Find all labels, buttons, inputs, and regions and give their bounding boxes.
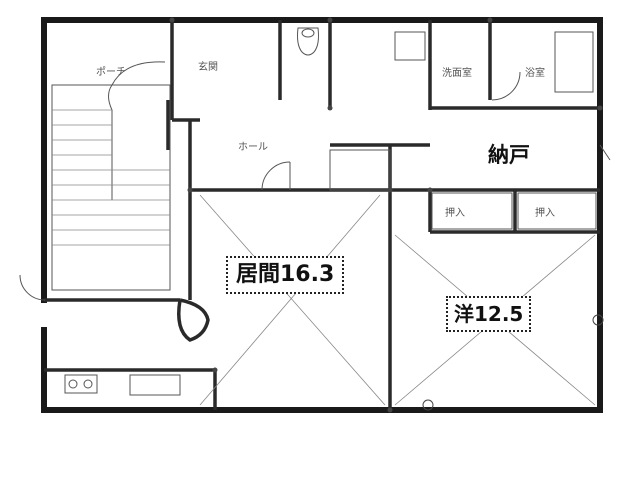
label-entrance: 玄関 — [198, 60, 218, 73]
doors — [19, 71, 611, 301]
kitchen-counter — [129, 374, 181, 396]
western-room-label: 洋12.5 — [446, 296, 532, 332]
washbasin — [394, 31, 426, 61]
label-closet-2: 押入 — [535, 206, 555, 219]
column-dots — [169, 17, 604, 413]
diagonal-lines — [199, 194, 596, 406]
label-washroom: 洗面室 — [442, 66, 472, 79]
storage-cabinet — [329, 149, 391, 191]
stove-icon — [64, 374, 98, 394]
hall-bump-wall — [177, 298, 210, 342]
toilet-icon — [297, 27, 319, 56]
porch-curve — [111, 61, 166, 86]
label-hall: ホール — [238, 141, 268, 153]
handwritten-labels: ポーチ 玄関 洗面室 浴室 ホール 押入 押入 — [96, 60, 555, 219]
closet-frame-2 — [517, 192, 597, 230]
label-porch: ポーチ — [96, 66, 126, 78]
closet-frame — [431, 192, 513, 230]
label-closet: 押入 — [445, 206, 465, 219]
label-bath: 浴室 — [525, 66, 545, 79]
staircase — [51, 84, 171, 291]
storage-room-label: 納戸 — [488, 143, 530, 167]
bath-tub — [554, 31, 594, 93]
living-room-label: 居間16.3 — [226, 256, 345, 294]
